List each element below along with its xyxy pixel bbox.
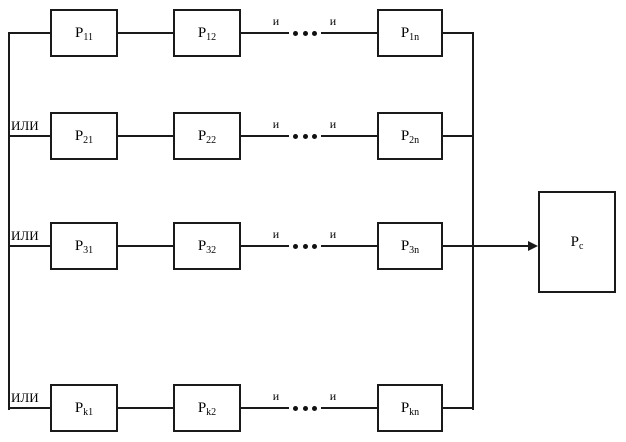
box-label-subscript: kn	[409, 406, 420, 418]
wire-segment	[321, 135, 377, 137]
wire-segment	[321, 245, 377, 247]
and-label: и	[272, 227, 280, 241]
left-or-bus-line	[8, 32, 10, 410]
box-label-subscript: 22	[206, 134, 217, 146]
box-label: P	[75, 24, 84, 41]
wire-segment	[321, 32, 377, 34]
box-label: P	[197, 127, 207, 144]
box-label-subscript: 21	[83, 134, 94, 146]
box-label: P	[197, 24, 207, 41]
box-label-subscript: 12	[206, 31, 217, 43]
box-label: P	[74, 399, 84, 416]
wire-segment	[443, 407, 473, 409]
box-p32: P32	[173, 222, 241, 270]
box-label: P	[400, 237, 410, 254]
wire-segment	[9, 407, 50, 409]
and-label: и	[329, 389, 337, 403]
wire-segment	[321, 407, 377, 409]
box-p31: P31	[50, 222, 118, 270]
box-p2n: P2n	[377, 112, 443, 160]
wire-segment	[443, 135, 473, 137]
and-label: и	[329, 227, 337, 241]
wire-segment	[9, 135, 50, 137]
box-p22: P22	[173, 112, 241, 160]
box-pk1: Pk1	[50, 384, 118, 432]
wire-segment	[9, 245, 50, 247]
box-label: P	[400, 24, 410, 41]
and-label: и	[272, 14, 280, 28]
wire-segment	[241, 32, 289, 34]
or-label: ИЛИ	[11, 228, 39, 244]
ellipsis-dots	[293, 243, 317, 249]
box-label-subscript: 3n	[409, 244, 420, 256]
wire-segment-to-output	[443, 245, 529, 247]
wire-segment	[241, 245, 289, 247]
wire-segment	[443, 32, 473, 34]
box-p1n: P1n	[377, 9, 443, 57]
box-label-subscript: 31	[83, 244, 94, 256]
wire-segment	[118, 245, 173, 247]
ellipsis-dots	[293, 30, 317, 36]
or-label: ИЛИ	[11, 118, 39, 134]
and-label: и	[272, 389, 280, 403]
and-label: и	[329, 117, 337, 131]
box-label-subscript: c	[578, 240, 584, 252]
box-label: P	[400, 399, 410, 416]
box-label: P	[197, 237, 207, 254]
box-label: P	[197, 399, 207, 416]
box-label-subscript: 32	[206, 244, 217, 256]
right-collector-bus-line	[472, 32, 474, 410]
box-pc: Pc	[538, 191, 616, 293]
wire-segment	[241, 135, 289, 137]
box-pkn: Pkn	[377, 384, 443, 432]
and-label: и	[272, 117, 280, 131]
and-label: и	[329, 14, 337, 28]
ellipsis-dots	[293, 405, 317, 411]
wire-segment	[241, 407, 289, 409]
arrowhead-icon	[528, 241, 538, 251]
box-p3n: P3n	[377, 222, 443, 270]
box-label: P	[570, 233, 579, 250]
box-label-subscript: 2n	[409, 134, 420, 146]
wire-segment	[118, 32, 173, 34]
or-label: ИЛИ	[11, 390, 39, 406]
ellipsis-dots	[293, 133, 317, 139]
box-p21: P21	[50, 112, 118, 160]
wire-segment	[9, 32, 50, 34]
wire-segment	[118, 135, 173, 137]
box-label-subscript: k2	[206, 406, 217, 418]
box-label-subscript: 1n	[409, 31, 420, 43]
box-label-subscript: 11	[83, 31, 93, 43]
wire-segment	[118, 407, 173, 409]
box-label-subscript: k1	[83, 406, 94, 418]
box-p12: P12	[173, 9, 241, 57]
box-label: P	[400, 127, 410, 144]
box-pk2: Pk2	[173, 384, 241, 432]
box-p11: P11	[50, 9, 118, 57]
box-label: P	[74, 127, 84, 144]
box-label: P	[74, 237, 84, 254]
